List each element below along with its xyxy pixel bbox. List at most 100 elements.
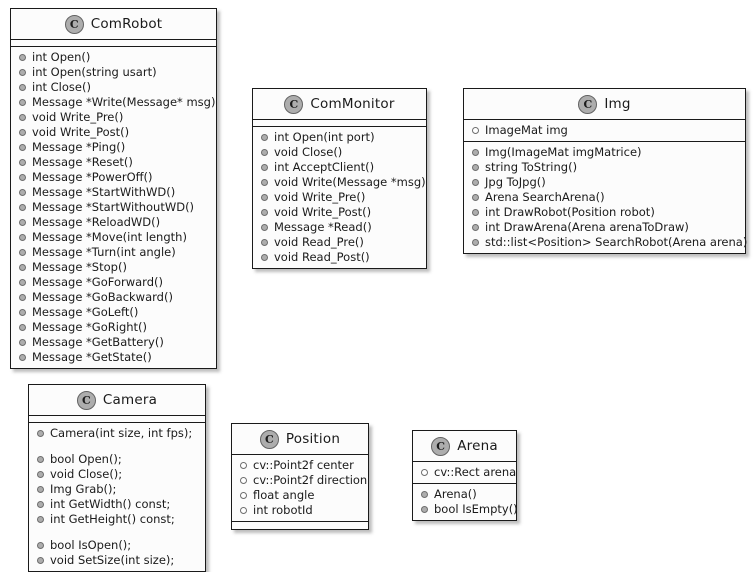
public-method-icon bbox=[19, 309, 26, 316]
method-row: void Write_Pre() bbox=[253, 190, 426, 205]
method-row: Message *Turn(int angle) bbox=[11, 245, 216, 260]
attributes-section-img: ImageMat img bbox=[464, 120, 745, 142]
method-row: int AcceptClient() bbox=[253, 160, 426, 175]
method-row: int Open(int port) bbox=[253, 130, 426, 145]
uml-class-comrobot[interactable]: C ComRobot int Open()int Open(string usa… bbox=[10, 8, 217, 369]
attribute-row: int robotId bbox=[232, 503, 368, 518]
class-stereotype-icon: C bbox=[64, 14, 84, 34]
attribute-row: cv::Rect arena bbox=[413, 465, 516, 480]
method-label: int DrawRobot(Position robot) bbox=[485, 205, 655, 219]
public-method-icon bbox=[37, 471, 44, 478]
method-label: Message *ReloadWD() bbox=[32, 215, 161, 229]
attribute-label: cv::Point2f center bbox=[253, 458, 354, 472]
method-row: Message *Ping() bbox=[11, 140, 216, 155]
method-label: int GetHeight() const; bbox=[50, 512, 175, 526]
public-method-icon bbox=[261, 149, 268, 156]
method-label: void Close() bbox=[274, 145, 343, 159]
method-row: int Open() bbox=[11, 50, 216, 65]
attributes-section-arena: cv::Rect arena bbox=[413, 462, 516, 484]
public-method-icon bbox=[19, 189, 26, 196]
class-stereotype-icon: C bbox=[76, 390, 96, 410]
public-method-icon bbox=[472, 164, 479, 171]
member-spacer bbox=[29, 527, 205, 538]
public-method-icon bbox=[261, 239, 268, 246]
methods-section-camera: Camera(int size, int fps); bool Open(); vo… bbox=[29, 423, 205, 571]
method-row: void Write(Message *msg) bbox=[253, 175, 426, 190]
method-label: bool Open(); bbox=[50, 452, 122, 466]
class-stereotype-icon: C bbox=[284, 94, 304, 114]
method-label: int Close() bbox=[32, 80, 91, 94]
method-label: void SetSize(int size); bbox=[50, 553, 175, 567]
class-title: ComMonitor bbox=[310, 96, 395, 112]
class-header-comrobot: C ComRobot bbox=[11, 9, 216, 40]
methods-section-position bbox=[232, 522, 368, 529]
method-row: int GetWidth() const; bbox=[29, 497, 205, 512]
method-row: Message *Stop() bbox=[11, 260, 216, 275]
methods-section-img: Img(ImageMat imgMatrice)string ToString(… bbox=[464, 142, 747, 253]
method-row: int DrawArena(Arena arenaToDraw) bbox=[464, 220, 745, 235]
public-attribute-icon bbox=[421, 469, 428, 476]
method-row: void Write_Post() bbox=[11, 125, 216, 140]
method-row: int Open(string usart) bbox=[11, 65, 216, 80]
public-method-icon bbox=[19, 144, 26, 151]
method-label: int GetWidth() const; bbox=[50, 497, 171, 511]
method-label: void Write_Pre() bbox=[32, 110, 124, 124]
class-title: Camera bbox=[102, 392, 158, 408]
method-row: void Write_Post() bbox=[253, 205, 426, 220]
method-row: Message *GoForward() bbox=[11, 275, 216, 290]
class-header-position: C Position bbox=[232, 424, 368, 455]
public-method-icon bbox=[472, 239, 479, 246]
public-method-icon bbox=[37, 542, 44, 549]
attributes-section-commonitor bbox=[253, 120, 426, 127]
class-title: ComRobot bbox=[90, 16, 163, 32]
method-row: bool IsOpen(); bbox=[29, 538, 205, 553]
method-row: Message *Read() bbox=[253, 220, 426, 235]
public-method-icon bbox=[19, 204, 26, 211]
attribute-label: cv::Rect arena bbox=[434, 465, 517, 479]
method-row: void Read_Pre() bbox=[253, 235, 426, 250]
public-attribute-icon bbox=[472, 127, 479, 134]
method-label: void Write_Post() bbox=[274, 205, 372, 219]
method-label: string ToString() bbox=[485, 160, 578, 174]
public-method-icon bbox=[261, 179, 268, 186]
method-row: Message *GoBackward() bbox=[11, 290, 216, 305]
attribute-label: cv::Point2f direction bbox=[253, 473, 368, 487]
method-label: int AcceptClient() bbox=[274, 160, 375, 174]
method-row: int GetHeight() const; bbox=[29, 512, 205, 527]
attribute-row: float angle bbox=[232, 488, 368, 503]
method-label: Message *Turn(int angle) bbox=[32, 245, 176, 259]
public-method-icon bbox=[19, 249, 26, 256]
uml-class-img[interactable]: C Img ImageMat img Img(ImageMat imgMatri… bbox=[463, 88, 747, 254]
method-label: Message *PowerOff() bbox=[32, 170, 153, 184]
class-header-camera: C Camera bbox=[29, 385, 205, 416]
method-row: Arena() bbox=[413, 487, 516, 502]
attribute-label: int robotId bbox=[253, 503, 313, 517]
method-row: Message *StartWithoutWD() bbox=[11, 200, 216, 215]
method-label: void Write(Message *msg) bbox=[274, 175, 426, 189]
method-row: Message *GetState() bbox=[11, 350, 216, 365]
attribute-row: cv::Point2f direction bbox=[232, 473, 368, 488]
uml-class-arena[interactable]: C Arena cv::Rect arena Arena()bool IsEmp… bbox=[412, 430, 518, 521]
uml-class-camera[interactable]: C Camera Camera(int size, int fps); bool … bbox=[28, 384, 206, 572]
public-method-icon bbox=[37, 456, 44, 463]
methods-section-comrobot: int Open()int Open(string usart)int Clos… bbox=[11, 47, 216, 368]
public-method-icon bbox=[472, 224, 479, 231]
attribute-row: ImageMat img bbox=[464, 123, 745, 138]
public-method-icon bbox=[19, 324, 26, 331]
public-method-icon bbox=[19, 54, 26, 61]
public-method-icon bbox=[19, 159, 26, 166]
method-row: Message *PowerOff() bbox=[11, 170, 216, 185]
method-row: bool Open(); bbox=[29, 452, 205, 467]
public-method-icon bbox=[472, 149, 479, 156]
public-method-icon bbox=[261, 254, 268, 261]
method-label: int Open() bbox=[32, 50, 91, 64]
method-label: Message *GetBattery() bbox=[32, 335, 164, 349]
public-method-icon bbox=[421, 491, 428, 498]
public-method-icon bbox=[19, 234, 26, 241]
method-label: Message *Reset() bbox=[32, 155, 133, 169]
uml-class-commonitor[interactable]: C ComMonitor int Open(int port)void Clos… bbox=[252, 88, 427, 269]
method-label: Camera(int size, int fps); bbox=[50, 426, 193, 440]
method-label: Arena() bbox=[434, 487, 477, 501]
